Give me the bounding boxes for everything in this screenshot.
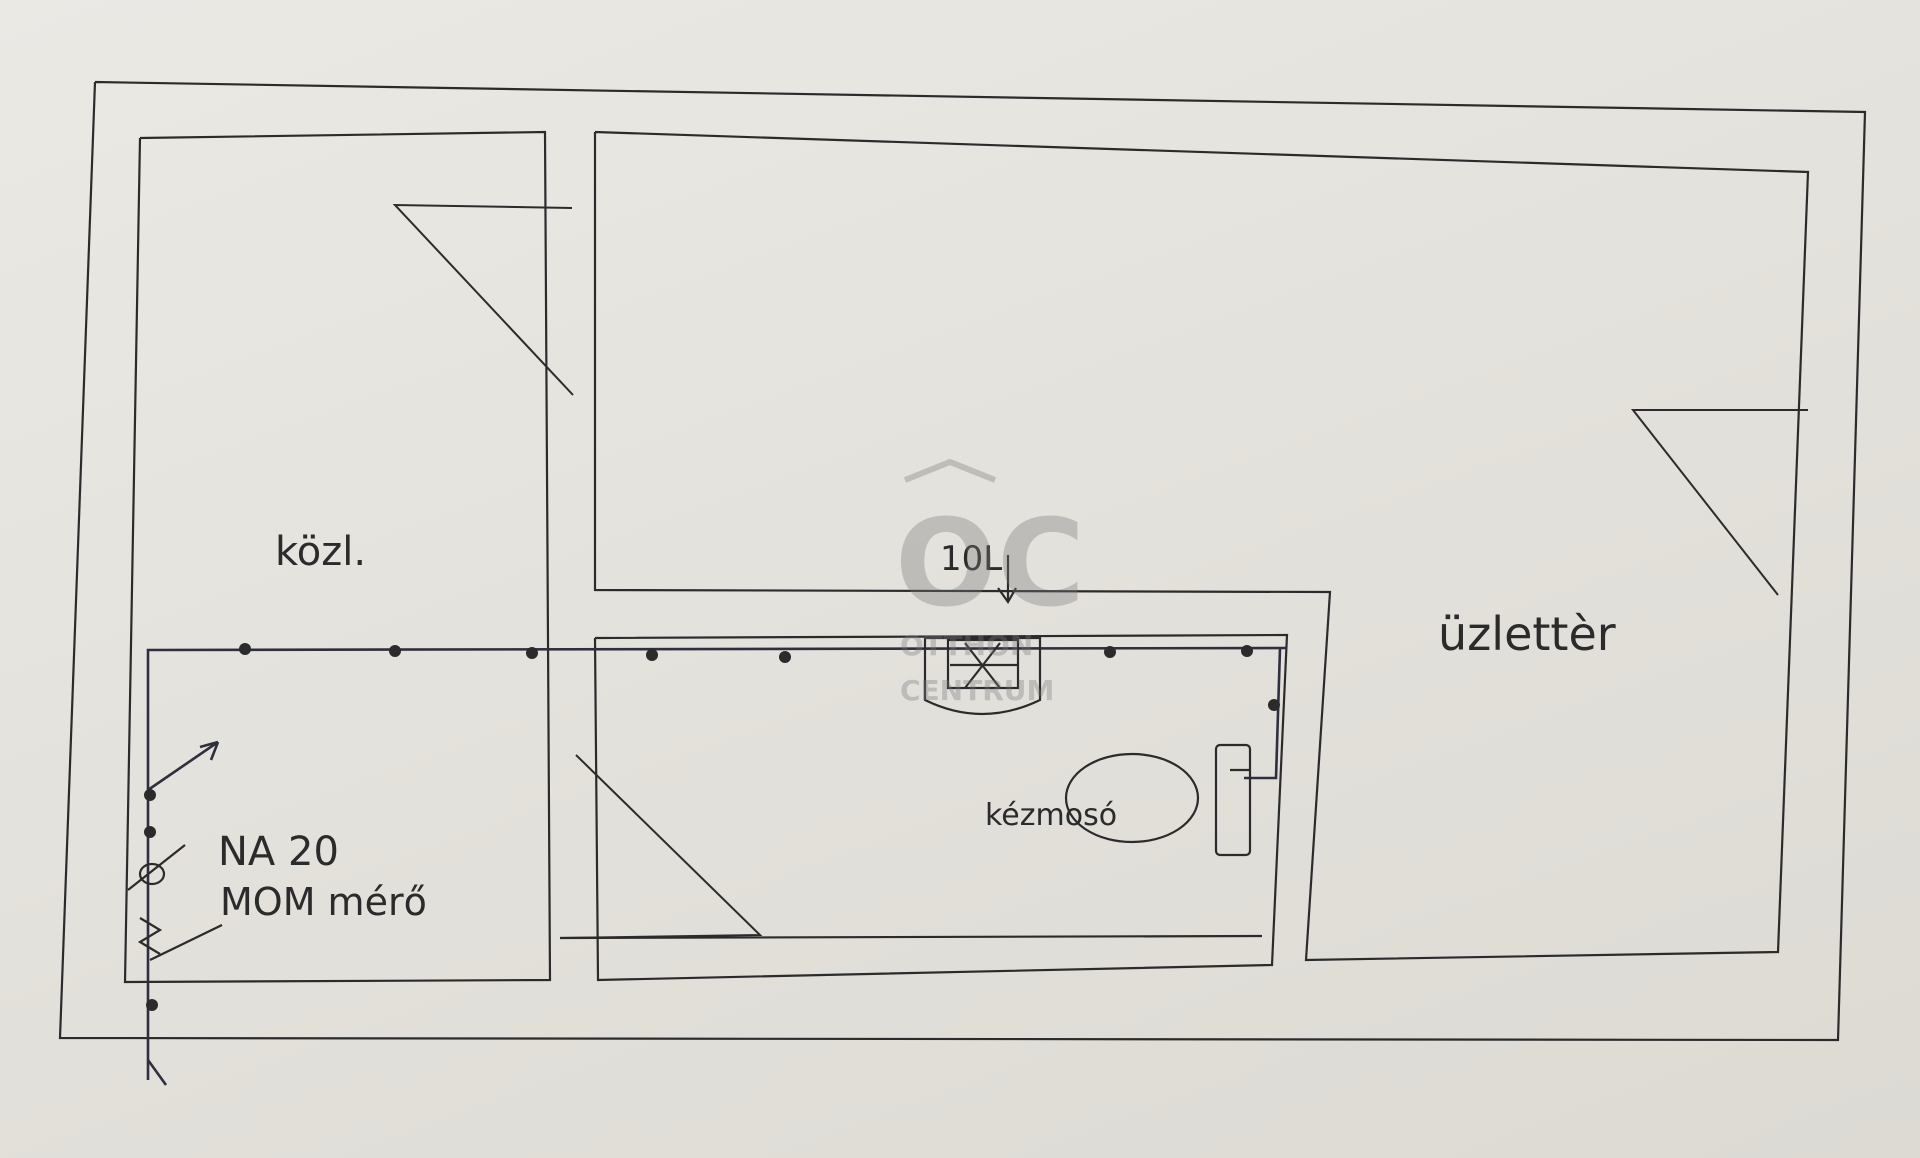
- junction-dot: [779, 651, 791, 663]
- heater-arrow-head: [997, 587, 1017, 605]
- door-shop: [1630, 409, 1808, 596]
- outer-walls: [58, 80, 1867, 1042]
- room-storage-walls: [123, 130, 552, 984]
- sink-cabinet: [1214, 743, 1252, 857]
- junction-dot: [1104, 646, 1116, 658]
- junction-dot: [144, 789, 156, 801]
- door-washroom: [559, 754, 763, 939]
- room-washroom-walls: [559, 633, 1289, 982]
- storage-wall: [123, 130, 552, 984]
- meter-label-line2: MOM mérő: [220, 880, 427, 924]
- water-heater-fixture: [923, 555, 1042, 716]
- pipe-arrow-head2: [209, 741, 220, 761]
- washroom-inner-line: [559, 934, 1263, 940]
- room-main-walls: [593, 130, 1810, 962]
- doors: [392, 203, 1808, 939]
- pipe-arrow-head1: [199, 740, 219, 749]
- junction-dot: [1268, 699, 1280, 711]
- room-label-shop: üzlettèr: [1438, 607, 1616, 661]
- junction-dot: [646, 649, 658, 661]
- main-room-wall-top: [593, 130, 1810, 962]
- washroom-wall: [593, 633, 1289, 982]
- room-label-storage: közl.: [275, 529, 366, 575]
- meter-leader-1: [127, 844, 186, 891]
- watermark-logo-text: OC: [895, 495, 1085, 634]
- junction-dot: [1241, 645, 1253, 657]
- heater-cross-3: [964, 642, 1001, 689]
- junction-dot: [239, 643, 251, 655]
- sink-basin: [1064, 752, 1200, 844]
- door-storage: [392, 203, 574, 396]
- heater-label: 10L: [940, 539, 1002, 579]
- outer-wall-line: [58, 80, 1867, 1042]
- watermark-line2: CENTRUM: [900, 674, 1054, 707]
- water-meter-symbol: [127, 844, 223, 961]
- pipe-arrow-line: [147, 740, 219, 792]
- watermark-roof-icon: [903, 458, 997, 483]
- pipe-junctions: [144, 643, 1280, 1011]
- junction-dot: [146, 999, 158, 1011]
- junction-dot: [144, 826, 156, 838]
- watermark-logo: OC OTTHON CENTRUM: [895, 458, 1085, 707]
- meter-label-line1: NA 20: [218, 829, 339, 875]
- pipe-tail: [146, 1059, 168, 1086]
- pipe-right-branch: [1244, 647, 1282, 780]
- watermark-line1: OTTHON: [900, 629, 1033, 662]
- meter-valve: [138, 862, 166, 886]
- sink-fixture: [1064, 743, 1252, 857]
- junction-dot: [526, 647, 538, 659]
- meter-leader-2: [149, 924, 223, 961]
- room-label-washroom: kézmosó: [985, 798, 1117, 833]
- heater-bowl: [923, 636, 1042, 716]
- meter-body: [137, 917, 163, 955]
- junction-dot: [389, 645, 401, 657]
